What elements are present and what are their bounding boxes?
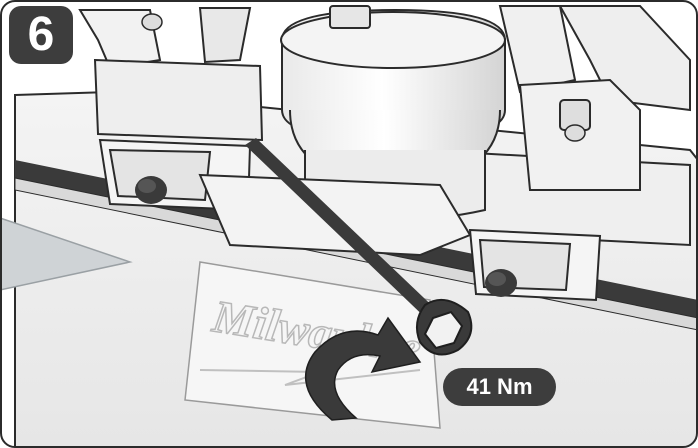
torque-value-badge: 41 Nm bbox=[443, 368, 556, 406]
step-number-badge: 6 bbox=[9, 6, 73, 64]
rotation-arrow-icon bbox=[304, 316, 422, 421]
small-screw bbox=[141, 13, 586, 142]
top-frame bbox=[78, 5, 691, 112]
bolt-left bbox=[135, 176, 167, 204]
wrench-icon bbox=[245, 138, 473, 356]
logo-plate bbox=[184, 261, 441, 429]
callout-pointer bbox=[1, 216, 133, 291]
bolt-right bbox=[485, 269, 517, 297]
